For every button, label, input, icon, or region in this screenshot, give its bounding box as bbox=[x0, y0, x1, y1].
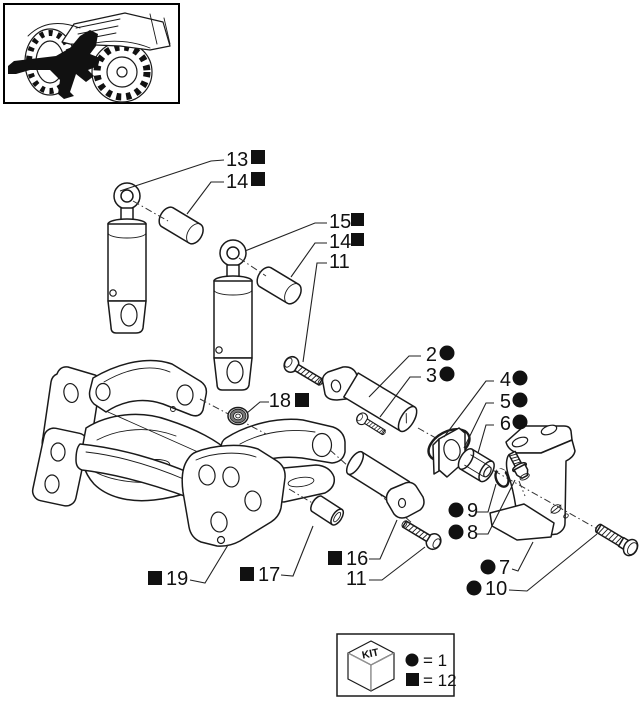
callout-number[interactable]: 3 bbox=[426, 365, 437, 387]
callout-number[interactable]: 7 bbox=[499, 557, 510, 579]
callout-number[interactable]: 11 bbox=[329, 251, 350, 273]
tractor-sketch bbox=[8, 12, 171, 103]
lock-washer-9 bbox=[494, 467, 510, 488]
pivot-pin-16 bbox=[345, 450, 425, 519]
bushing-18 bbox=[227, 406, 249, 426]
callout-16[interactable]: 16 bbox=[328, 548, 368, 570]
callout-3[interactable]: 3 bbox=[426, 365, 455, 387]
leader-lines bbox=[119, 159, 598, 592]
callout-11-lower[interactable]: 11 bbox=[346, 568, 367, 590]
square-marker bbox=[240, 567, 254, 581]
callout-number[interactable]: 8 bbox=[467, 522, 478, 544]
callout-5[interactable]: 5 bbox=[500, 391, 528, 413]
spacer-bushing-6 bbox=[457, 447, 495, 483]
callout-4[interactable]: 4 bbox=[500, 369, 528, 391]
callout-19[interactable]: 19 bbox=[148, 568, 188, 590]
callout-number[interactable]: 6 bbox=[500, 413, 511, 435]
callout-number[interactable]: 10 bbox=[485, 578, 507, 600]
circle-marker bbox=[480, 559, 496, 575]
callout-number[interactable]: 18 bbox=[269, 390, 291, 412]
callout-number[interactable]: 16 bbox=[346, 548, 368, 570]
legend-square-meaning: = 12 bbox=[423, 671, 457, 690]
support-casting-19 bbox=[31, 359, 346, 547]
callout-9[interactable]: 9 bbox=[448, 500, 479, 522]
callout-number[interactable]: 11 bbox=[346, 568, 367, 590]
pin-17 bbox=[310, 495, 345, 526]
circle-marker bbox=[512, 414, 528, 430]
callout-2[interactable]: 2 bbox=[426, 344, 455, 366]
callout-number[interactable]: 4 bbox=[500, 369, 511, 391]
circle-marker bbox=[512, 392, 528, 408]
callout-number[interactable]: 2 bbox=[426, 344, 437, 366]
kit-cube-icon: KIT bbox=[347, 640, 395, 692]
callout-13[interactable]: 13 bbox=[226, 149, 265, 171]
square-marker bbox=[328, 551, 342, 565]
callout-number[interactable]: 15 bbox=[329, 211, 351, 233]
callout-number[interactable]: 5 bbox=[500, 391, 511, 413]
callout-17[interactable]: 17 bbox=[240, 564, 280, 586]
square-marker bbox=[295, 393, 309, 407]
callout-18[interactable]: 18 bbox=[269, 390, 309, 412]
square-marker bbox=[351, 213, 364, 226]
callout-11-upper[interactable]: 11 bbox=[329, 251, 350, 273]
circle-marker bbox=[439, 366, 455, 382]
circle-marker bbox=[448, 524, 464, 540]
square-marker bbox=[251, 172, 265, 186]
callout-number[interactable]: 14 bbox=[226, 171, 248, 193]
callout-number[interactable]: 17 bbox=[258, 564, 280, 586]
legend-circle-meaning: = 1 bbox=[423, 651, 447, 670]
callout-15[interactable]: 15 bbox=[329, 211, 364, 233]
callout-14-upper[interactable]: 14 bbox=[226, 171, 265, 193]
circle-marker bbox=[466, 580, 482, 596]
circle-marker bbox=[448, 502, 464, 518]
pivot-pin-2 bbox=[321, 366, 418, 433]
callout-number[interactable]: 14 bbox=[329, 231, 351, 253]
callout-number[interactable]: 19 bbox=[166, 568, 188, 590]
circle-marker bbox=[512, 370, 528, 386]
square-marker bbox=[351, 233, 364, 246]
highlighted-hitch bbox=[8, 30, 100, 99]
callout-number[interactable]: 13 bbox=[226, 149, 248, 171]
kit-legend: KIT = 1 = 12 bbox=[336, 633, 457, 697]
legend-circle-marker bbox=[405, 653, 419, 667]
bolt-10 bbox=[594, 523, 639, 557]
callout-8[interactable]: 8 bbox=[448, 522, 479, 544]
callout-6[interactable]: 6 bbox=[500, 413, 528, 435]
tractor-thumbnail bbox=[3, 3, 180, 104]
circle-marker bbox=[439, 345, 455, 361]
callout-7[interactable]: 7 bbox=[480, 557, 511, 579]
kit-label: KIT bbox=[361, 646, 381, 661]
square-marker bbox=[251, 150, 265, 164]
callout-number[interactable]: 9 bbox=[467, 500, 478, 522]
legend-square-marker bbox=[406, 673, 419, 686]
flange-bolt-8 bbox=[508, 450, 530, 481]
callout-14-lower[interactable]: 14 bbox=[329, 231, 364, 253]
callout-10[interactable]: 10 bbox=[466, 578, 508, 600]
square-marker bbox=[148, 571, 162, 585]
